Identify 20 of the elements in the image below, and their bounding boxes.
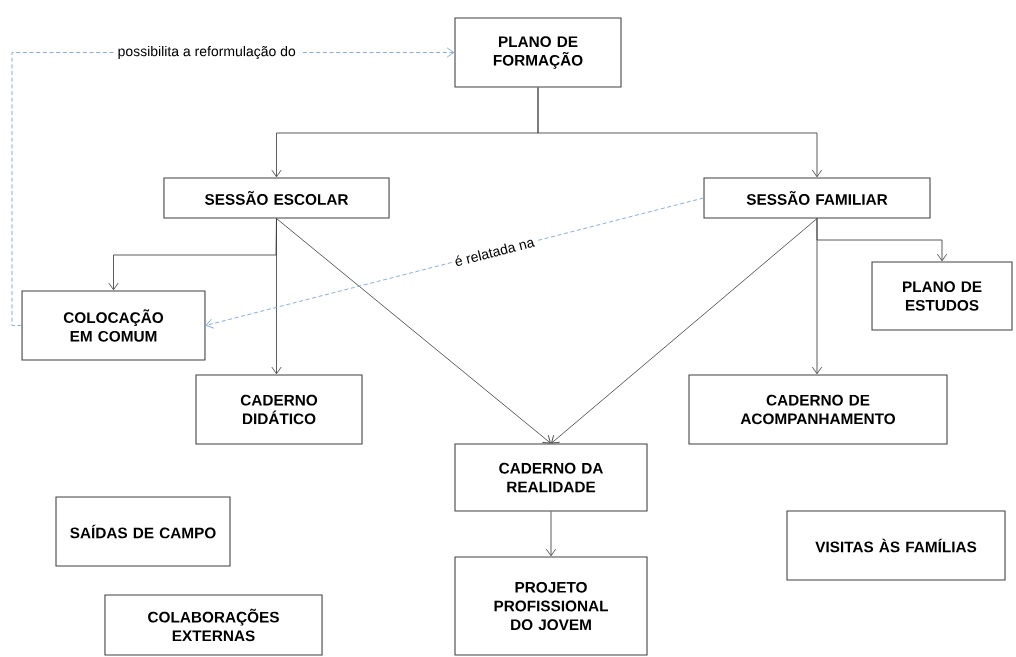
concept-box: PLANO DE FORMAÇÃO <box>454 17 622 88</box>
arrow <box>276 218 551 444</box>
edge-label: é relatada na <box>450 233 539 270</box>
concept-box: PROJETO PROFISSIONAL DO JOVEM <box>454 556 648 656</box>
concept-box: PLANO DE ESTUDOS <box>871 261 1013 331</box>
concept-box: COLABORAÇÕES EXTERNAS <box>104 594 323 656</box>
edge-label: possibilita a reformulação do <box>113 41 300 64</box>
concept-box: CADERNO DE ACOMPANHAMENTO <box>688 374 948 445</box>
arrow <box>551 218 818 444</box>
concept-box: CADERNO DA REALIDADE <box>454 443 648 512</box>
concept-box: CADERNO DIDÁTICO <box>195 374 363 445</box>
arrow <box>811 218 823 375</box>
arrow <box>545 511 557 557</box>
concept-box: SESSÃO FAMILIAR <box>703 177 931 219</box>
concept-box: SESSÃO ESCOLAR <box>163 177 390 219</box>
concept-box: VISITAS ÀS FAMÍLIAS <box>786 510 1006 581</box>
arrow <box>271 218 282 375</box>
arrow <box>537 87 823 178</box>
concept-box: SAÍDAS DE CAMPO <box>55 496 231 567</box>
concept-box: COLOCAÇÃO EM COMUM <box>21 290 206 361</box>
